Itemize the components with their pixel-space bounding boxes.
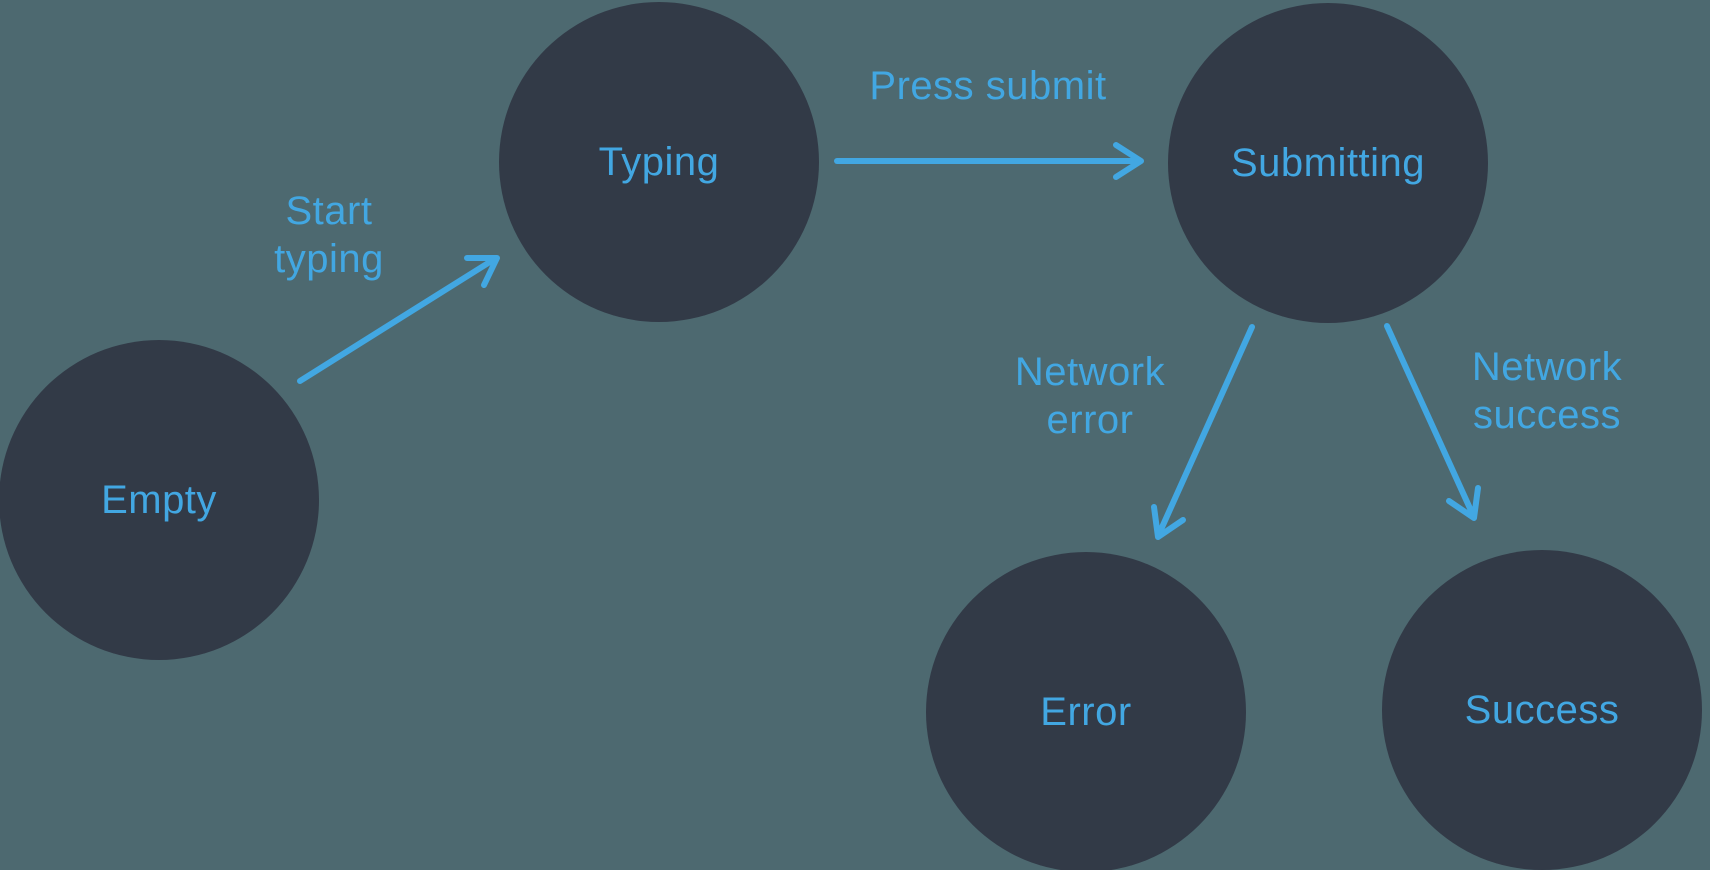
state-node-submitting: Submitting: [1168, 3, 1488, 323]
transition-label-line: Network: [1471, 345, 1623, 389]
transition-label-line: Start: [285, 189, 373, 233]
state-node-success: Success: [1382, 550, 1702, 870]
transition-label-network-error: Network error: [1015, 348, 1165, 444]
state-node-typing: Typing: [499, 2, 819, 322]
arrow-submitting-to-success: [1384, 323, 1481, 521]
state-node-empty: Empty: [0, 340, 319, 660]
transition-label-line: success: [1472, 393, 1621, 437]
state-node-label: Typing: [598, 139, 720, 184]
state-node-label: Error: [1040, 689, 1132, 734]
arrow-empty-to-typing: [297, 255, 500, 384]
arrow-submitting-to-error: [1151, 324, 1255, 540]
transition-label-line: typing: [274, 237, 384, 281]
transition-label-line: error: [1046, 398, 1134, 442]
transition-label-start-typing: Start typing: [274, 187, 384, 283]
transition-label-network-success: Network success: [1472, 343, 1622, 439]
transition-label-line: Press submit: [869, 64, 1107, 108]
transition-label-line: Network: [1014, 350, 1166, 394]
arrow-typing-to-submitting: [834, 142, 1144, 180]
state-node-label: Success: [1464, 687, 1620, 732]
state-node-error: Error: [926, 552, 1246, 870]
state-node-label: Empty: [101, 477, 217, 522]
state-node-label: Submitting: [1231, 140, 1425, 185]
transition-label-press-submit: Press submit: [869, 62, 1106, 110]
